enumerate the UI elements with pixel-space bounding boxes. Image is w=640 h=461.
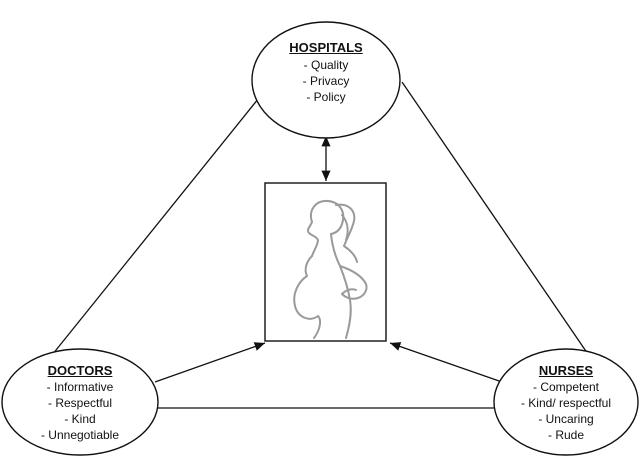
center-box	[265, 183, 386, 341]
edge-hospitals-doctors	[48, 78, 275, 360]
doctors-item: - Informative	[15, 379, 145, 395]
nurses-title: NURSES	[516, 363, 616, 378]
hospitals-item: - Quality	[266, 57, 386, 73]
doctors-item: - Unnegotiable	[15, 427, 145, 443]
arrow-doctors-center	[155, 343, 265, 382]
nurses-item: - Competent	[500, 379, 632, 395]
hospitals-item: - Privacy	[266, 73, 386, 89]
doctors-item: - Respectful	[15, 395, 145, 411]
doctors-title: DOCTORS	[30, 363, 130, 378]
nurses-item: - Uncaring	[500, 411, 632, 427]
nurses-item: - Kind/ respectful	[500, 395, 632, 411]
arrow-nurses-center	[390, 343, 502, 382]
hospitals-title: HOSPITALS	[276, 40, 376, 55]
doctors-item: - Kind	[15, 411, 145, 427]
hospitals-item: - Policy	[266, 89, 386, 105]
edge-hospitals-nurses	[402, 82, 592, 360]
nurses-item: - Rude	[500, 427, 632, 443]
